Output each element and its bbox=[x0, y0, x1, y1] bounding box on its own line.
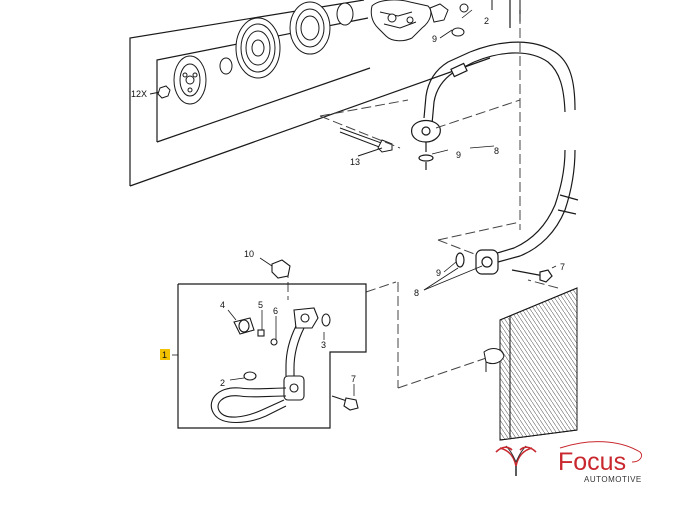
lower-right-hose bbox=[455, 149, 579, 283]
upper-hose bbox=[411, 41, 576, 170]
callout-5: 5 bbox=[258, 300, 263, 310]
logo-emblem-icon bbox=[495, 445, 537, 476]
callout-10: 10 bbox=[244, 249, 254, 259]
callout-6: 6 bbox=[273, 306, 278, 316]
callout-leaders bbox=[172, 9, 557, 396]
callout-1: 1 bbox=[162, 350, 167, 360]
clutch-pulley-parts bbox=[173, 1, 354, 105]
logo-tagline: AUTOMOTIVE bbox=[584, 475, 642, 484]
callout-7-bottom: 7 bbox=[351, 374, 356, 384]
compressor-frame bbox=[509, 0, 521, 28]
focus-automotive-logo: Focus AUTOMOTIVE bbox=[495, 441, 643, 484]
condenser bbox=[483, 287, 578, 441]
callout-2-top: 2 bbox=[484, 16, 489, 26]
callout-9-right: 9 bbox=[436, 268, 441, 278]
callout-9-mid: 9 bbox=[456, 150, 461, 160]
callout-12x: 12X bbox=[131, 89, 147, 99]
compressor-body bbox=[370, 0, 493, 42]
logo-name: Focus bbox=[558, 448, 626, 476]
callout-2-bottom: 2 bbox=[220, 378, 225, 388]
nut-12x bbox=[149, 85, 171, 99]
hose-assembly-parts bbox=[210, 259, 359, 424]
clutch-assembly-frame bbox=[129, 0, 491, 187]
logo-swoosh-icon bbox=[559, 441, 643, 463]
highlight-badge-1: 1 bbox=[160, 349, 170, 360]
callout-7-right: 7 bbox=[560, 262, 565, 272]
callout-4: 4 bbox=[220, 300, 225, 310]
callout-3: 3 bbox=[321, 340, 326, 350]
hose-assembly-box bbox=[177, 283, 367, 429]
callout-9-top: 9 bbox=[432, 34, 437, 44]
callout-13: 13 bbox=[350, 157, 360, 167]
callout-8-right: 8 bbox=[414, 288, 419, 298]
callout-8-mid: 8 bbox=[494, 146, 499, 156]
bolt-13 bbox=[339, 127, 393, 157]
callout-labels: 12X 2 9 13 9 8 10 4 5 6 3 1 2 7 9 8 7 bbox=[131, 16, 565, 388]
